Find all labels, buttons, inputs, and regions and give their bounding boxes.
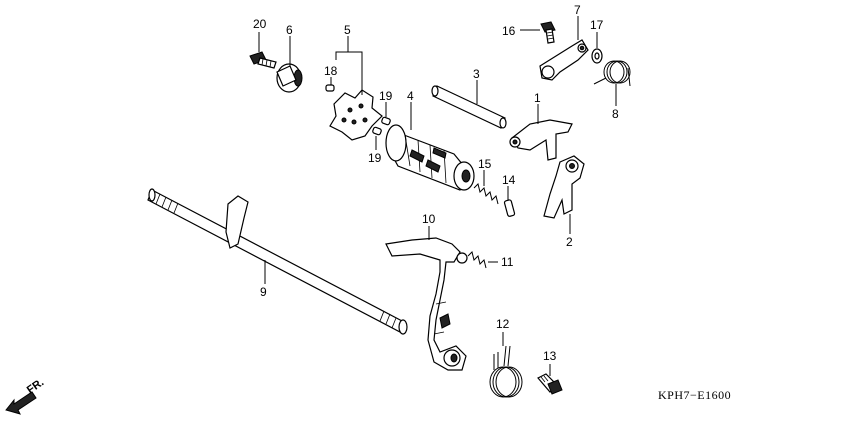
part-14-pin (503, 186, 516, 217)
callout-16: 16 (502, 24, 516, 38)
callout-2: 2 (566, 235, 573, 249)
callout-6: 6 (286, 23, 293, 37)
callout-19-upper: 19 (379, 89, 393, 103)
part-1-shift-fork (509, 104, 573, 161)
part-9-gearshift-spindle (147, 188, 408, 335)
part-11-spring (467, 251, 498, 269)
callout-11: 11 (501, 255, 514, 269)
callout-4: 4 (407, 89, 414, 103)
callout-19-lower: 19 (368, 151, 382, 165)
part-8-spring (593, 60, 631, 106)
callout-10: 10 (422, 212, 436, 226)
part-7-stopper-arm (539, 16, 589, 81)
callout-17: 17 (590, 18, 604, 32)
part-19-pins (372, 102, 391, 150)
callout-labels: 20 6 5 18 19 19 4 3 1 16 7 17 8 2 15 14 … (253, 3, 619, 363)
callout-20: 20 (253, 17, 267, 31)
callout-18: 18 (324, 64, 338, 78)
part-4-shift-drum (385, 102, 475, 191)
part-16-bolt (520, 21, 556, 44)
part-12-return-spring (489, 332, 523, 398)
part-5-star-plate (329, 36, 383, 141)
callout-8: 8 (612, 107, 619, 121)
callout-14: 14 (502, 173, 516, 187)
callout-9: 9 (260, 285, 267, 299)
callout-15: 15 (478, 157, 492, 171)
callout-13: 13 (543, 349, 557, 363)
callout-3: 3 (473, 67, 480, 81)
callout-7: 7 (574, 3, 581, 17)
part-3-fork-shaft (431, 80, 507, 129)
part-13-bolt (537, 364, 563, 395)
part-15-spring (473, 170, 499, 205)
part-20-bolt (249, 32, 277, 69)
callout-12: 12 (496, 317, 510, 331)
diagram-code: KPH7−E1600 (658, 388, 731, 402)
part-18-pin (325, 77, 335, 92)
part-17-washer (591, 32, 603, 64)
callout-5: 5 (344, 23, 351, 37)
callout-1: 1 (534, 91, 541, 105)
part-6-plate (276, 36, 303, 93)
front-direction-arrow: FR. (5, 376, 46, 415)
direction-label: FR. (25, 376, 46, 396)
part-10-shift-arm (385, 226, 468, 371)
part-2-shift-fork (543, 155, 585, 234)
